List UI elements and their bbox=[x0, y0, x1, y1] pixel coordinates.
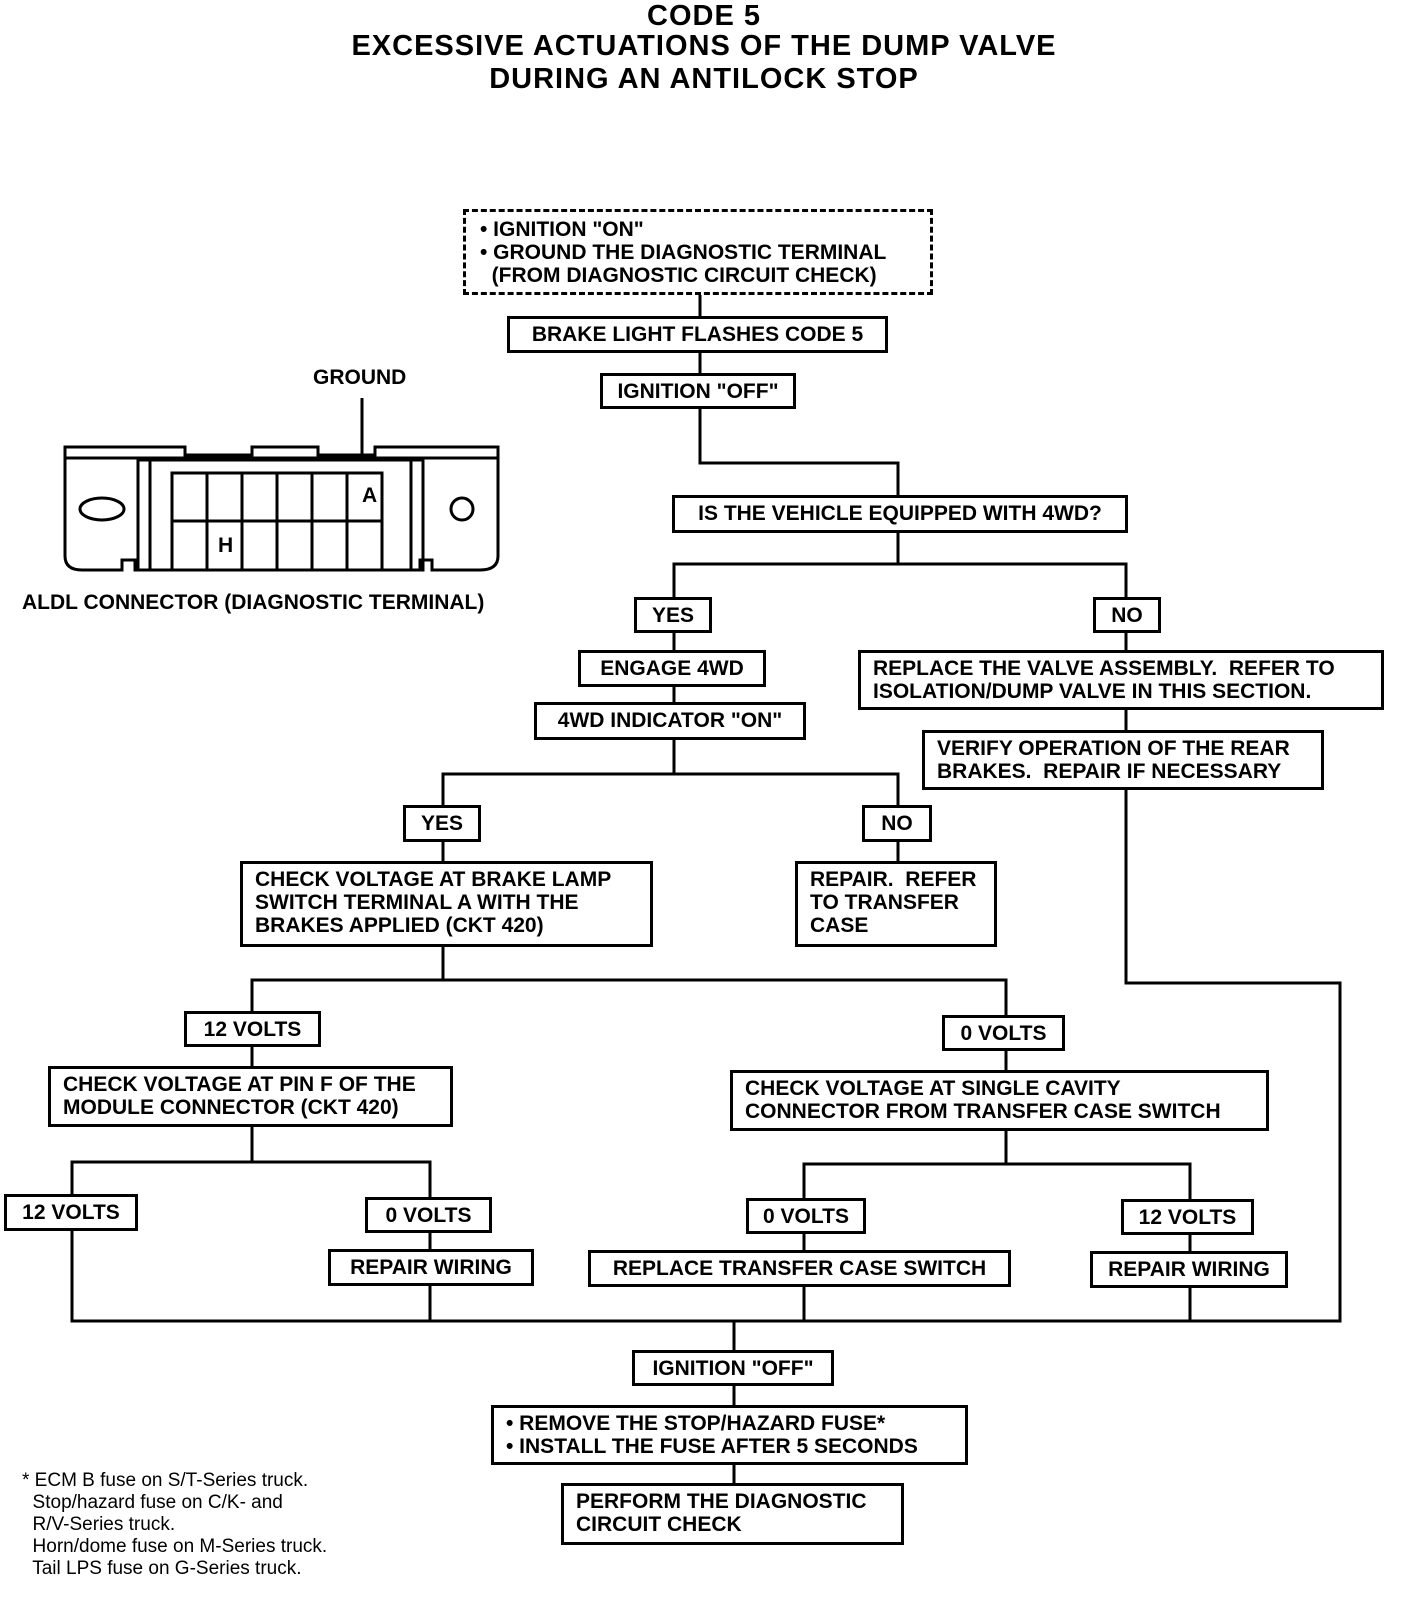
start-conditions-box: • IGNITION "ON" • GROUND THE DIAGNOSTIC … bbox=[463, 209, 933, 295]
engage-4wd-box: ENGAGE 4WD bbox=[578, 650, 766, 687]
yes-box-1: YES bbox=[634, 597, 712, 633]
ignition-off-box-1: IGNITION "OFF" bbox=[600, 373, 796, 409]
ground-label: GROUND bbox=[313, 366, 407, 389]
no-box-1: NO bbox=[1093, 597, 1161, 633]
4wd-indicator-box: 4WD INDICATOR "ON" bbox=[534, 702, 806, 740]
remove-fuse-box: • REMOVE THE STOP/HAZARD FUSE* • INSTALL… bbox=[491, 1405, 968, 1465]
12-volts-box-c: 12 VOLTS bbox=[1121, 1199, 1254, 1235]
title-code: CODE 5 bbox=[647, 0, 761, 32]
0-volts-box-b: 0 VOLTS bbox=[365, 1197, 492, 1233]
check-pin-f-box: CHECK VOLTAGE AT PIN F OF THE MODULE CON… bbox=[48, 1066, 453, 1127]
12-volts-box-a: 12 VOLTS bbox=[184, 1011, 321, 1047]
ignition-off-box-2: IGNITION "OFF" bbox=[632, 1350, 834, 1386]
footnote: * ECM B fuse on S/T-Series truck. Stop/h… bbox=[22, 1470, 328, 1579]
check-brake-lamp-box: CHECK VOLTAGE AT BRAKE LAMP SWITCH TERMI… bbox=[240, 861, 653, 947]
no-box-2: NO bbox=[862, 805, 932, 842]
check-single-cavity-box: CHECK VOLTAGE AT SINGLE CAVITY CONNECTOR… bbox=[730, 1070, 1269, 1131]
repair-wiring-box-1: REPAIR WIRING bbox=[328, 1249, 534, 1286]
title-line-3: DURING AN ANTILOCK STOP bbox=[489, 63, 919, 95]
perform-diagnostic-box: PERFORM THE DIAGNOSTIC CIRCUIT CHECK bbox=[561, 1483, 904, 1545]
4wd-question-box: IS THE VEHICLE EQUIPPED WITH 4WD? bbox=[672, 495, 1128, 533]
0-volts-box-a: 0 VOLTS bbox=[942, 1015, 1065, 1051]
repair-transfer-case-box: REPAIR. REFER TO TRANSFER CASE bbox=[795, 861, 997, 947]
repair-wiring-box-2: REPAIR WIRING bbox=[1090, 1251, 1288, 1288]
pin-a-label: A bbox=[362, 484, 378, 507]
connector-caption: ALDL CONNECTOR (DIAGNOSTIC TERMINAL) bbox=[22, 591, 485, 614]
pin-h-label: H bbox=[218, 534, 234, 557]
12-volts-box-b: 12 VOLTS bbox=[4, 1194, 138, 1231]
verify-rear-brakes-box: VERIFY OPERATION OF THE REAR BRAKES. REP… bbox=[922, 730, 1324, 790]
replace-valve-box: REPLACE THE VALVE ASSEMBLY. REFER TO ISO… bbox=[858, 650, 1384, 710]
replace-transfer-switch-box: REPLACE TRANSFER CASE SWITCH bbox=[588, 1250, 1011, 1287]
0-volts-box-c: 0 VOLTS bbox=[746, 1198, 866, 1234]
aldl-connector-drawing bbox=[63, 398, 500, 572]
title-line-2: EXCESSIVE ACTUATIONS OF THE DUMP VALVE bbox=[351, 30, 1057, 62]
brake-light-flashes-box: BRAKE LIGHT FLASHES CODE 5 bbox=[507, 316, 888, 353]
yes-box-2: YES bbox=[403, 805, 481, 842]
